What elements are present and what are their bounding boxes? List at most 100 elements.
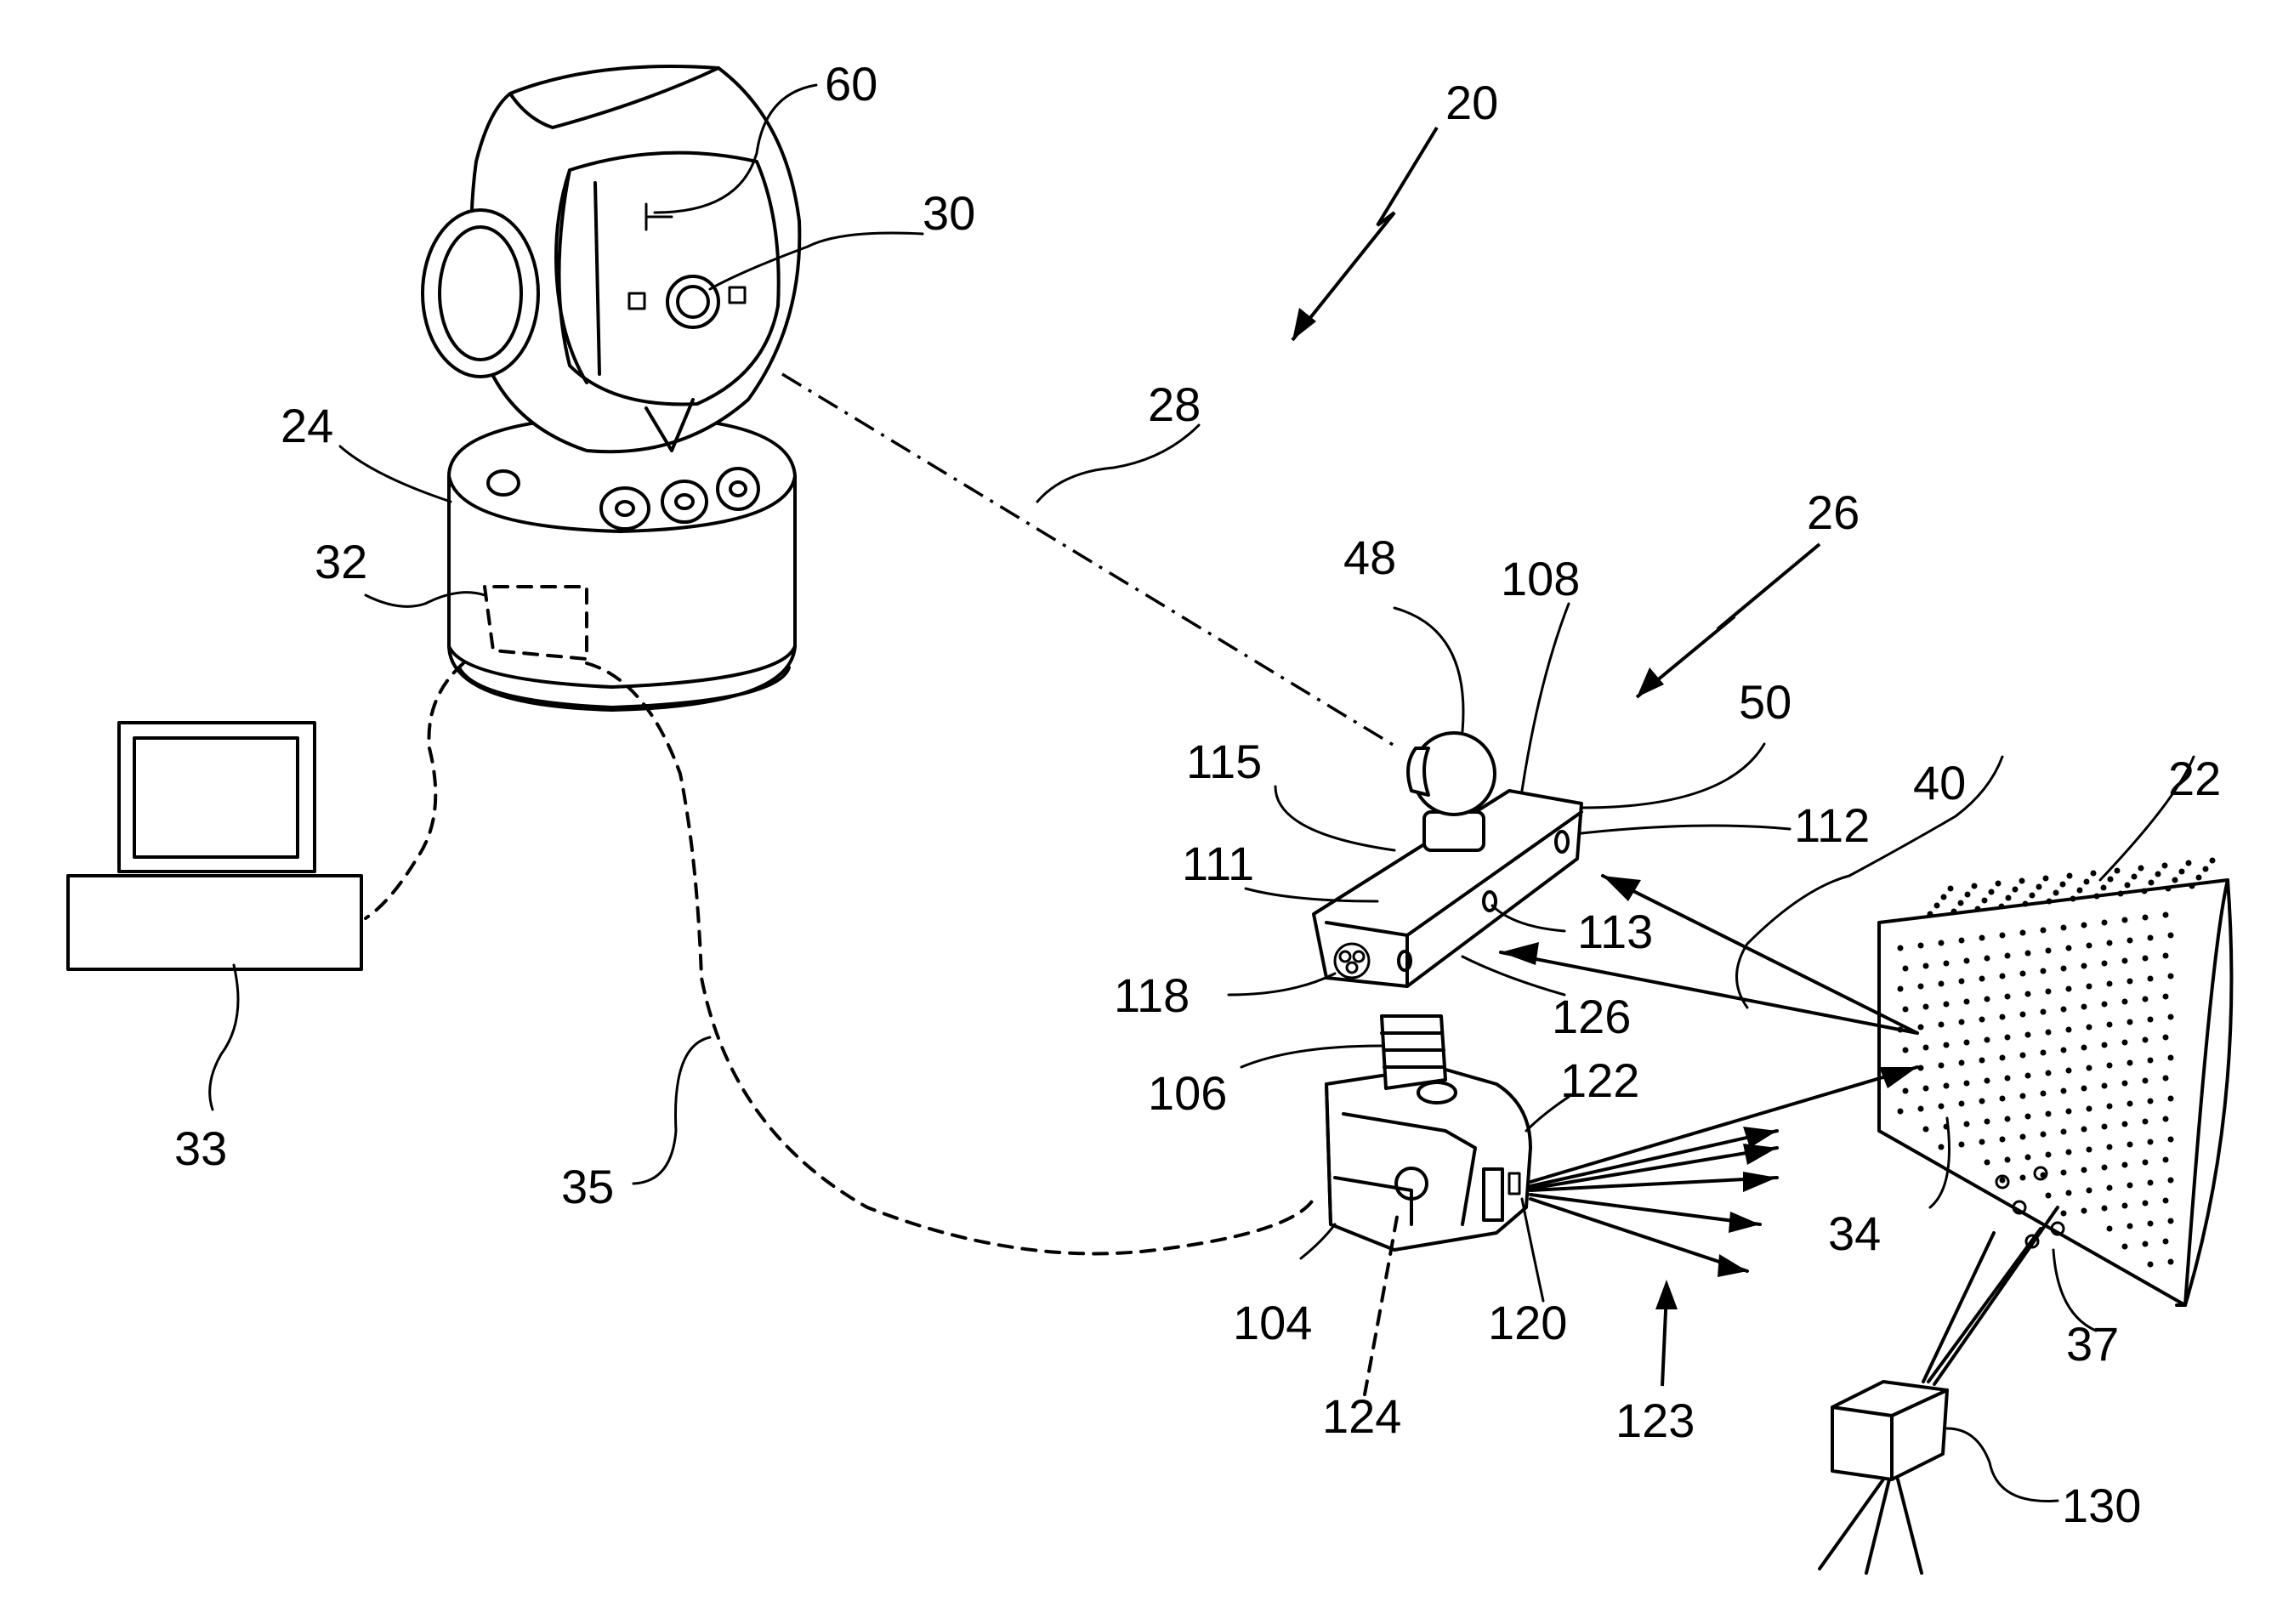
surface-dot: [2203, 866, 2209, 872]
surface-dot: [2127, 938, 2133, 944]
ref-35: 35: [561, 1160, 614, 1213]
surface-dot: [1985, 997, 1990, 1002]
surface-dot: [1985, 956, 1990, 962]
surface-dot: [2030, 893, 2036, 899]
surface-dot: [2067, 873, 2073, 879]
surface-dot: [2122, 917, 2128, 923]
surface-dot: [2122, 1203, 2128, 1209]
surface-dot: [2025, 991, 2031, 997]
ref-130: 130: [2062, 1479, 2141, 1532]
surface-dot: [2041, 1009, 2047, 1015]
surface-dot: [2107, 1104, 2113, 1110]
surface-dot: [1964, 1040, 1970, 1046]
surface-dot: [1979, 1099, 1985, 1104]
surface-dot: [2061, 1048, 2067, 1053]
surface-dot: [2005, 1157, 2011, 1163]
surface-dot: [2143, 956, 2149, 962]
surface-dot: [2081, 1045, 2087, 1051]
ref-24: 24: [281, 399, 333, 452]
target-object: [1879, 858, 2231, 1306]
surface-dot: [2066, 1190, 2072, 1196]
surface-dot: [2107, 940, 2113, 946]
ref-34: 34: [1828, 1207, 1881, 1260]
surface-dot: [2163, 1076, 2169, 1082]
laser-tracker: [423, 66, 799, 710]
surface-dot: [2000, 1096, 2006, 1102]
ref-126: 126: [1552, 990, 1631, 1043]
surface-dot: [2101, 885, 2107, 891]
surface-dot: [2168, 1014, 2174, 1020]
surface-dot: [2122, 1244, 2128, 1250]
surface-dot: [2168, 1055, 2174, 1061]
surface-dot: [2066, 1027, 2072, 1033]
surface-dot: [2020, 930, 2026, 936]
surface-dot: [2107, 1063, 2113, 1069]
ref-120: 120: [1488, 1296, 1567, 1349]
surface-dot: [2046, 1152, 2052, 1158]
ref-37: 37: [2066, 1317, 2119, 1371]
surface-dot: [2020, 1175, 2026, 1181]
surface-dot: [2102, 920, 2108, 926]
surface-dot: [1959, 1019, 1965, 1025]
ref-112: 112: [1794, 798, 1870, 852]
surface-dot: [1934, 903, 1940, 909]
surface-dot: [1939, 981, 1945, 987]
ref-30: 30: [923, 186, 975, 240]
surface-dot: [1959, 979, 1965, 985]
surface-dot: [2081, 923, 2087, 928]
surface-dot: [1918, 984, 1924, 990]
ref-48: 48: [1343, 531, 1396, 584]
surface-dot: [2155, 872, 2161, 877]
surface-dot: [2061, 1170, 2067, 1176]
surface-dot: [2162, 863, 2168, 869]
surface-dot: [1898, 1109, 1904, 1115]
surface-dot: [1923, 1086, 1929, 1092]
surface-dot: [2122, 958, 2128, 964]
surface-dot: [2148, 1058, 2154, 1064]
surface-dot: [1918, 1025, 1924, 1031]
ref-104: 104: [1233, 1296, 1312, 1349]
ref-115: 115: [1186, 735, 1262, 788]
surface-dot: [2005, 994, 2011, 1000]
surface-dot: [1944, 1002, 1950, 1008]
surface-dot: [1918, 1106, 1924, 1112]
surface-dot: [1982, 898, 1988, 904]
surface-dot: [2019, 878, 2025, 884]
surface-dot: [2166, 886, 2172, 892]
surface-dot: [1939, 1063, 1945, 1069]
surface-dot: [2122, 1162, 2128, 1168]
surface-dot: [1964, 1121, 1970, 1127]
surface-dot: [2148, 935, 2154, 941]
surface-dot: [2148, 1139, 2154, 1145]
surface-dot: [2127, 1142, 2133, 1148]
surface-dot: [2023, 901, 2029, 907]
surface-dot: [2066, 1150, 2072, 1156]
surface-dot: [2081, 1167, 2087, 1173]
surface-dot: [2020, 971, 2026, 977]
surface-dot: [2087, 1188, 2092, 1194]
surface-dot: [1923, 1004, 1929, 1010]
surface-dot: [2168, 1259, 2174, 1265]
surface-dot: [2163, 1239, 2169, 1245]
surface-dot: [1964, 999, 1970, 1005]
surface-dot: [2142, 889, 2148, 894]
surface-dot: [2000, 1178, 2006, 1184]
ref-33: 33: [174, 1121, 227, 1175]
surface-dot: [1985, 1037, 1990, 1043]
surface-dot: [1944, 1083, 1950, 1089]
surface-dot: [1999, 904, 2005, 910]
surface-dot: [2061, 1088, 2067, 1094]
surface-dot: [1959, 1142, 1965, 1148]
surface-dot: [2163, 1157, 2169, 1163]
surface-dot: [2087, 1147, 2092, 1153]
surface-dot: [2186, 860, 2192, 866]
surface-dot: [2127, 1224, 2133, 1229]
surface-dot: [2005, 1076, 2011, 1082]
surface-dot: [1903, 1007, 1909, 1013]
surface-dot: [2189, 883, 2195, 889]
surface-dot: [2149, 880, 2155, 886]
surface-dot: [2006, 895, 2012, 901]
surface-dot: [2138, 866, 2144, 872]
surface-dot: [1903, 1048, 1909, 1053]
surface-dot: [1985, 1119, 1990, 1125]
